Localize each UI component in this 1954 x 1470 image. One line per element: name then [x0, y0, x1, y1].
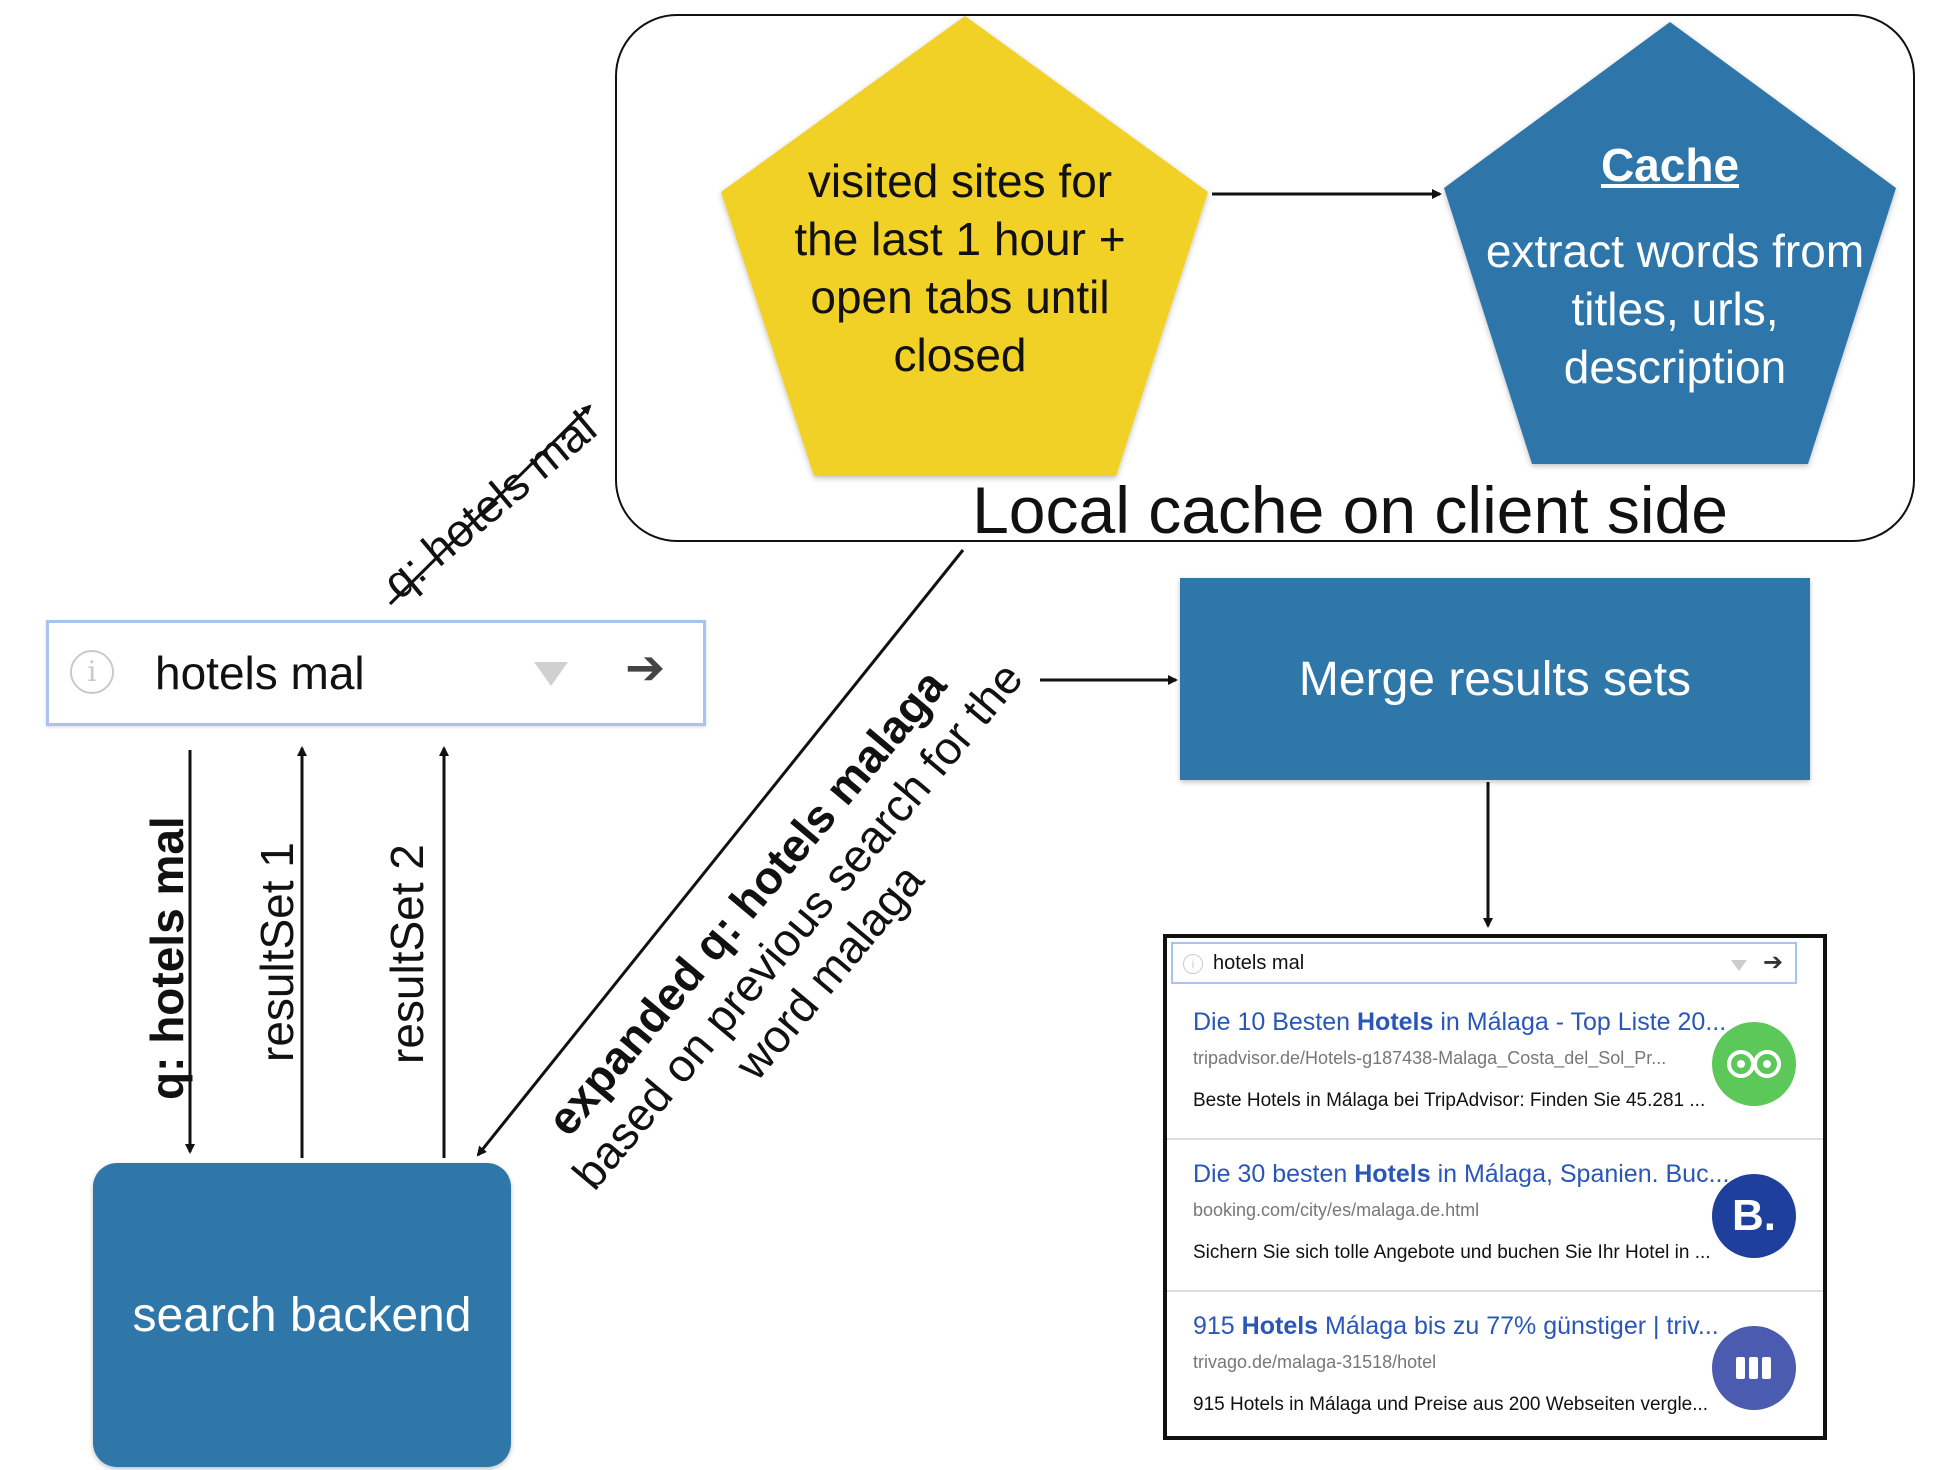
search-input[interactable]: hotels mal: [155, 647, 365, 699]
arrow-expanded-to-backend: [476, 549, 965, 1157]
result-url: booking.com/city/es/malaga.de.html: [1193, 1200, 1480, 1220]
arrow-right-icon[interactable]: ➔: [1763, 949, 1784, 976]
info-icon: i: [1183, 954, 1203, 974]
result-description: Beste Hotels in Málaga bei TripAdvisor: …: [1193, 1090, 1706, 1111]
booking-logo-icon: B.: [1712, 1174, 1796, 1258]
merge-results-box: Merge results sets: [1180, 578, 1810, 780]
chevron-down-icon[interactable]: [1731, 960, 1747, 971]
label-resultset-1: resultSet 1: [251, 842, 303, 1062]
result-url: trivago.de/malaga-31518/hotel: [1193, 1352, 1437, 1372]
result-url: tripadvisor.de/Hotels-g187438-Malaga_Cos…: [1193, 1048, 1667, 1068]
arrow-query-to-cache: [388, 404, 592, 606]
label-query-down: q: hotels mal: [141, 816, 193, 1100]
info-icon: i: [70, 650, 114, 694]
results-search-bar[interactable]: i hotels mal ➔: [1171, 942, 1797, 984]
result-title[interactable]: 915 Hotels Málaga bis zu 77% günstiger |…: [1193, 1312, 1719, 1340]
cache-description: extract words from titles, urls, descrip…: [1485, 225, 1865, 393]
result-item[interactable]: Die 30 besten Hotels in Málaga, Spanien.…: [1167, 1140, 1823, 1292]
arrow-right-icon[interactable]: ➔: [625, 642, 666, 695]
results-panel: i hotels mal ➔ Die 10 Besten Hotels in M…: [1163, 934, 1827, 1440]
result-description: Sichern Sie sich tolle Angebote und buch…: [1193, 1242, 1711, 1263]
result-title[interactable]: Die 30 besten Hotels in Málaga, Spanien.…: [1193, 1160, 1730, 1188]
result-title[interactable]: Die 10 Besten Hotels in Málaga - Top Lis…: [1193, 1008, 1727, 1036]
visited-sites-text: visited sites for the last 1 hour + open…: [794, 155, 1126, 381]
search-bar[interactable]: [46, 620, 706, 726]
results-search-input[interactable]: hotels mal: [1213, 952, 1305, 974]
search-backend-box: search backend: [93, 1163, 511, 1467]
result-item[interactable]: Die 10 Besten Hotels in Málaga - Top Lis…: [1167, 988, 1823, 1140]
cache-title: Cache: [1600, 139, 1740, 191]
chevron-down-icon[interactable]: [534, 662, 568, 686]
visited-sites-pentagon: [721, 16, 1208, 476]
local-cache-container: [615, 14, 1915, 542]
cache-pentagon: [1444, 22, 1896, 464]
local-cache-caption: Local cache on client side: [972, 473, 1728, 547]
result-item[interactable]: 915 Hotels Málaga bis zu 77% günstiger |…: [1167, 1292, 1823, 1444]
tripadvisor-owl-icon: [1712, 1022, 1796, 1106]
trivago-bars-icon: [1712, 1326, 1796, 1410]
result-description: 915 Hotels in Málaga und Preise aus 200 …: [1193, 1394, 1709, 1415]
label-resultset-2: resultSet 2: [381, 844, 433, 1064]
